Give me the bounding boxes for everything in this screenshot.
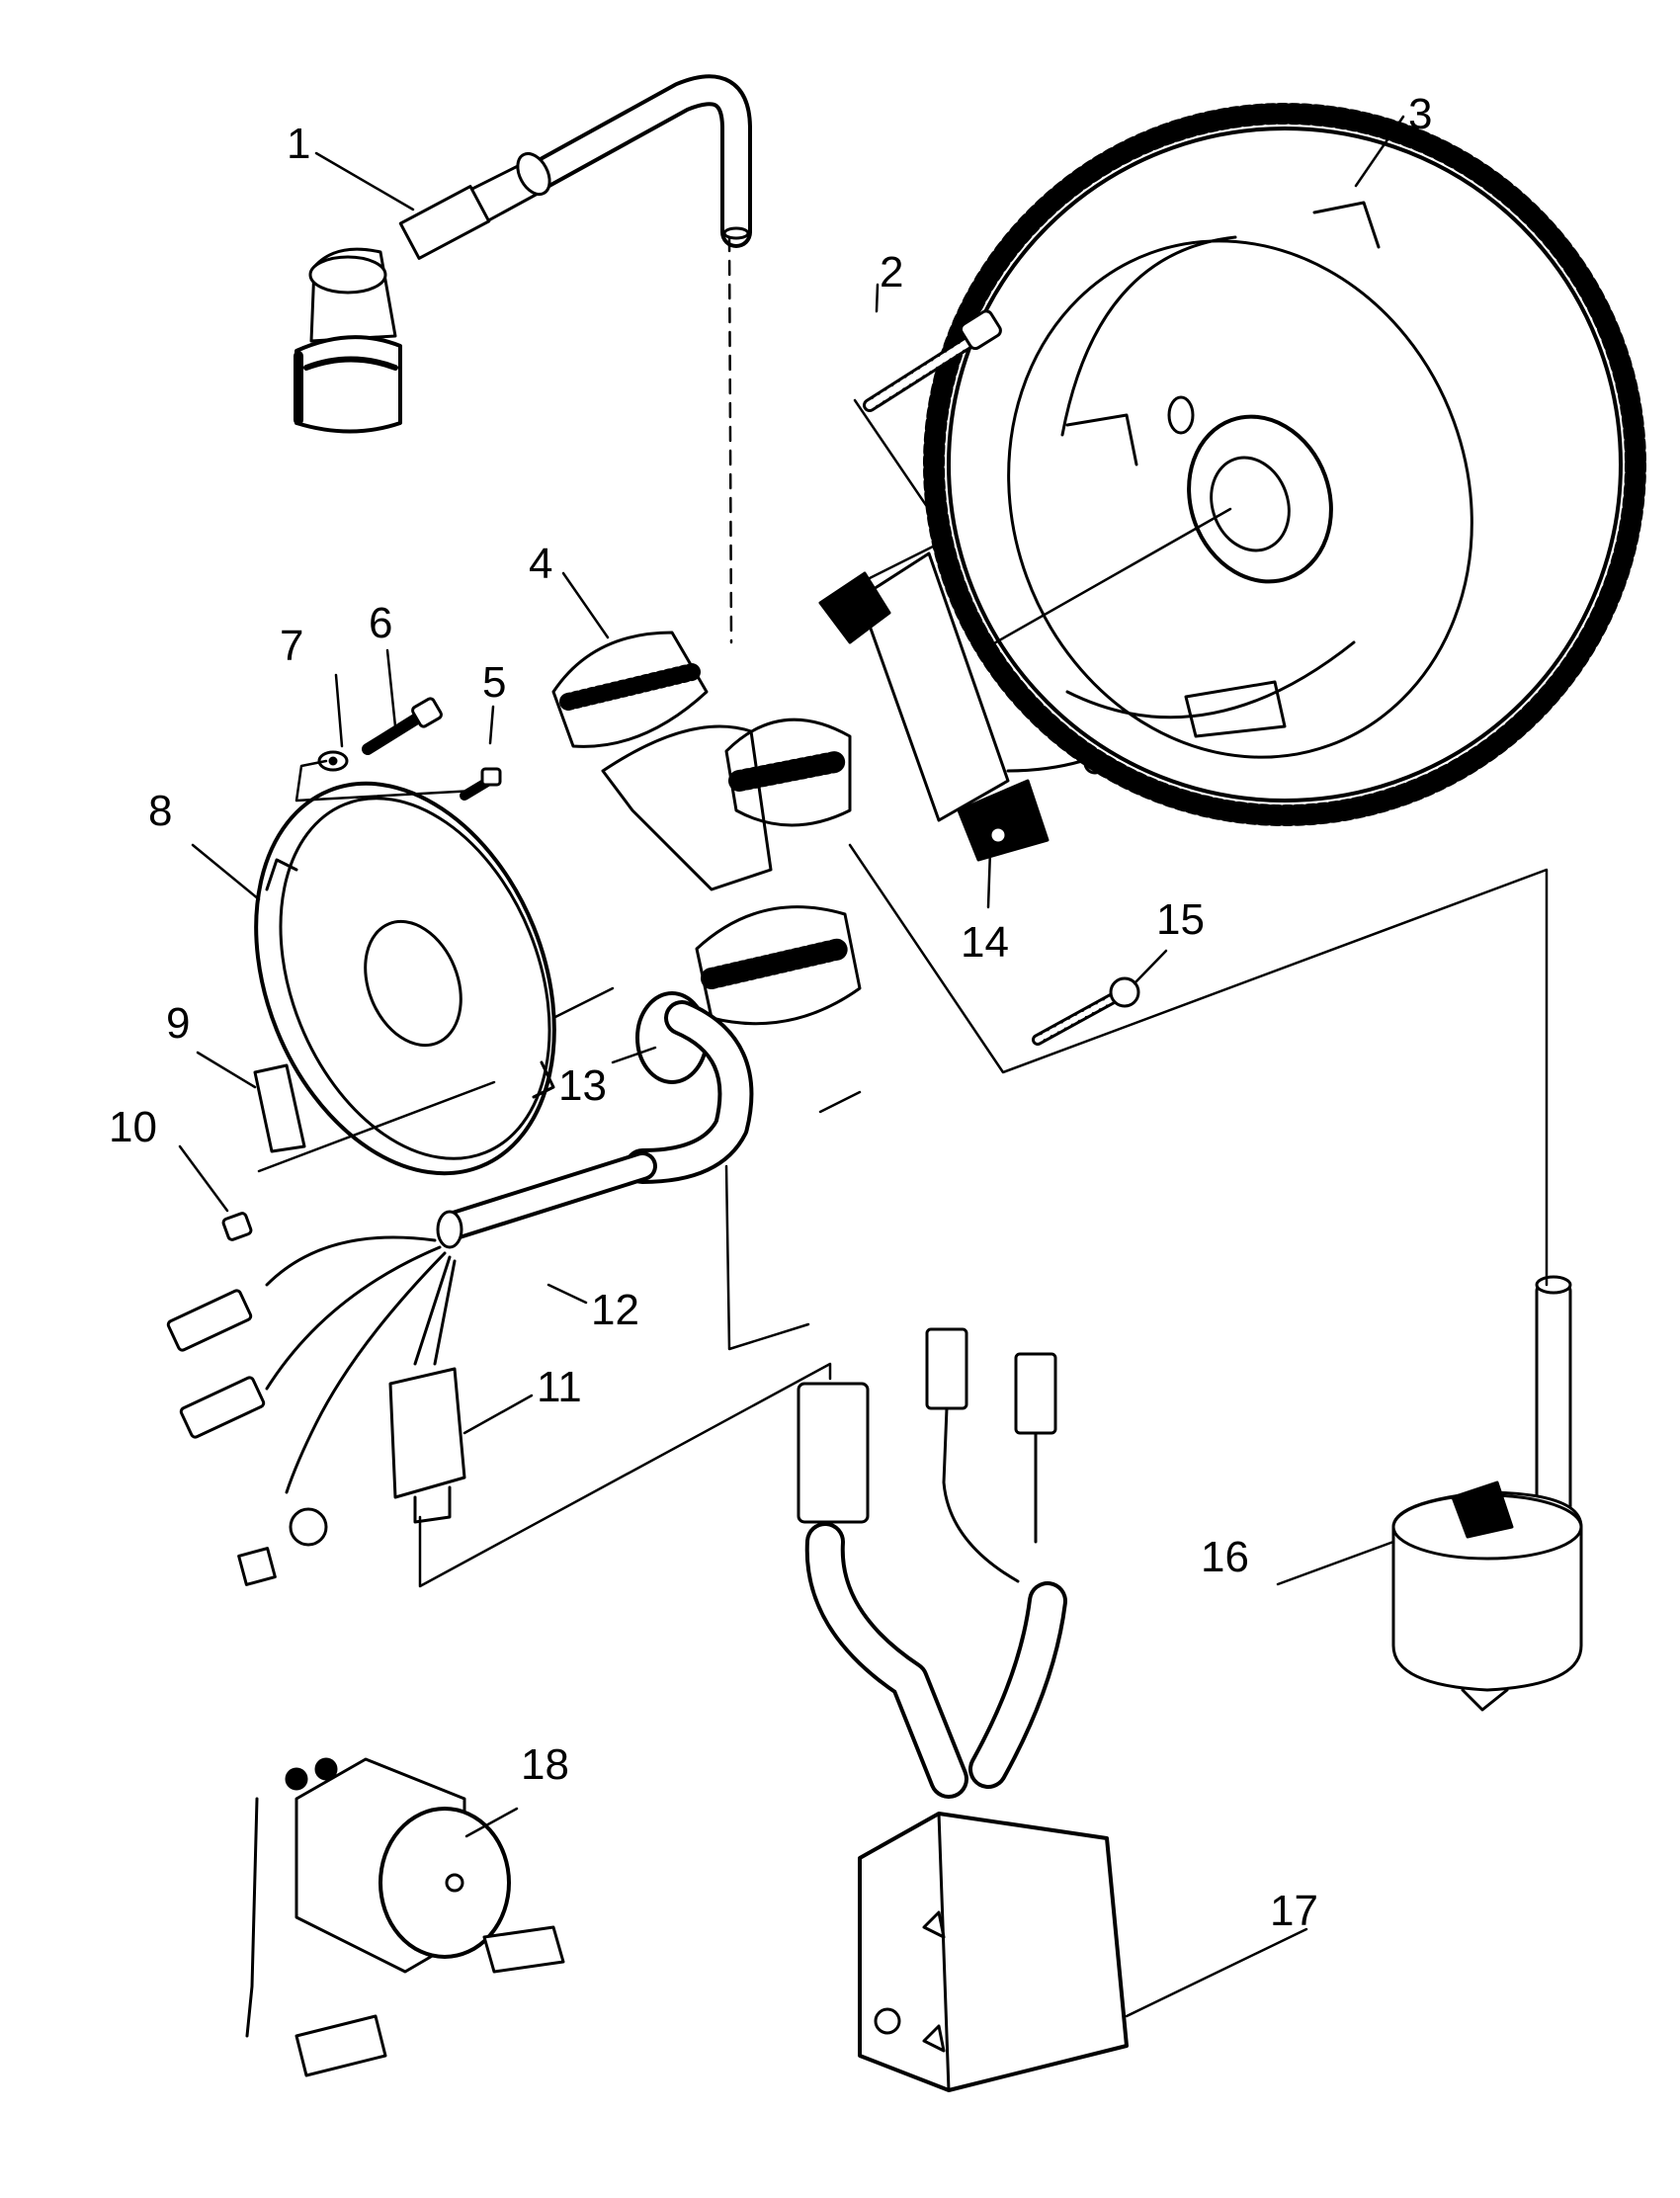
spark-plug-cap-drawing	[294, 74, 752, 434]
callout-6: 6	[369, 599, 392, 647]
callout-14: 14	[961, 918, 1009, 967]
callout-17: 17	[1270, 1887, 1318, 1935]
callout-8: 8	[148, 787, 172, 835]
callout-11: 11	[537, 1363, 582, 1411]
callout-labels: 1 2 3 4 5 6 7 8 9 10 11 12 13 14 15 16 1…	[109, 90, 1432, 1935]
callout-4: 4	[529, 540, 552, 588]
connector-drawing	[388, 1367, 466, 1524]
callout-9: 9	[166, 999, 190, 1048]
callout-18: 18	[521, 1740, 569, 1789]
screw-15-drawing	[1032, 976, 1140, 1046]
screw-2-drawing	[863, 309, 1002, 412]
screws-washer-drawing	[317, 697, 502, 801]
callout-12: 12	[591, 1286, 639, 1334]
flywheel-drawing	[923, 103, 1646, 826]
stator-plate-drawing	[254, 781, 556, 1176]
ignition-coil-drawing	[1391, 1275, 1583, 1712]
callout-7: 7	[280, 622, 303, 670]
pulser-coil-drawing	[818, 551, 1107, 862]
callout-1: 1	[287, 120, 310, 168]
callout-3: 3	[1408, 90, 1432, 138]
callout-5: 5	[482, 658, 506, 707]
callout-16: 16	[1201, 1533, 1249, 1581]
cdi-box-drawing	[797, 1327, 1129, 2092]
clamp-screw-drawing	[221, 1063, 306, 1241]
wire-harness-drawing	[166, 991, 754, 1586]
callout-13: 13	[558, 1061, 607, 1110]
leader-lines	[178, 115, 1405, 2018]
assembly-lines	[257, 235, 1549, 1588]
callout-10: 10	[109, 1103, 157, 1151]
callout-2: 2	[880, 248, 903, 296]
callout-15: 15	[1156, 895, 1205, 944]
starter-solenoid-drawing	[245, 1757, 565, 2077]
stator-coil-drawing	[551, 631, 862, 1026]
